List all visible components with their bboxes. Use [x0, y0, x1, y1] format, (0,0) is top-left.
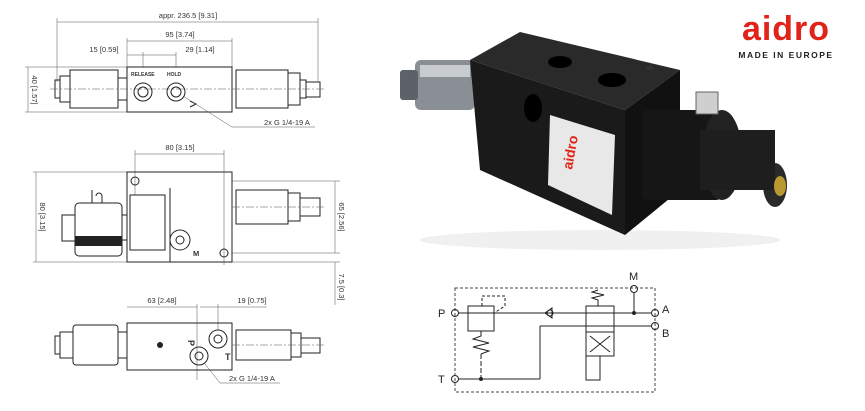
- port-thread-note: 2x G 1/4-19 A: [264, 118, 310, 127]
- nameplate: [548, 115, 615, 215]
- port-m-label: M: [193, 249, 199, 258]
- port-p-label: P: [186, 340, 196, 346]
- nameplate-logo: aidro: [559, 134, 581, 170]
- brand-logo: aidro MADE IN EUROPE: [722, 12, 850, 60]
- hold-port-dim: 29 [1.14]: [185, 45, 214, 54]
- overall-length-dim: appr. 236.5 [9.31]: [159, 11, 217, 20]
- height-dim: 80 [3.15]: [38, 202, 47, 231]
- port-thread-note: 2x G 1/4-19 A: [229, 374, 275, 383]
- port-m-marker: [630, 285, 638, 293]
- port-m: [169, 229, 191, 251]
- body-length-dim: 95 [3.74]: [165, 30, 194, 39]
- port-t: [208, 329, 228, 349]
- port-a-marker: [651, 309, 659, 317]
- port-t-label: T: [225, 352, 231, 362]
- release-port-dim: 15 [0.59]: [89, 45, 118, 54]
- port-b-marker: [651, 322, 659, 330]
- port-t-marker: [451, 375, 459, 383]
- release-port: [133, 82, 153, 102]
- height-dim: 40 [1.57]: [30, 75, 39, 104]
- product-photo: aidro: [400, 32, 787, 250]
- brand-name: aidro: [741, 10, 831, 48]
- hold-port: [166, 82, 186, 102]
- side-view: 80 [3.15] 80 [3.15] 65 [2.56] 7.5 [0.3] …: [33, 143, 346, 305]
- schematic-label-m: M: [629, 271, 638, 283]
- port-p: [189, 346, 209, 366]
- hydraulic-schematic: P T M A B: [438, 271, 670, 393]
- schematic-label-a: A: [662, 304, 670, 316]
- schematic-label-p: P: [438, 308, 445, 320]
- port-p-marker: [451, 309, 459, 317]
- bottom-view: 63 [2.48] 19 [0.75] P T 2x G 1/4-19 A: [54, 296, 325, 384]
- schematic-label-b: B: [662, 328, 669, 340]
- top-view: appr. 236.5 [9.31] 95 [3.74] 15 [0.59] 2…: [25, 11, 325, 128]
- mounting-dim: 65 [2.56]: [337, 202, 346, 231]
- solenoid-coil: [74, 202, 123, 257]
- port-t-dim: 19 [0.75]: [237, 296, 266, 305]
- valve-block-top: [470, 32, 680, 110]
- schematic-label-t: T: [438, 374, 445, 386]
- width-dim: 80 [3.15]: [165, 143, 194, 152]
- release-port-label: RELEASE: [131, 72, 155, 78]
- offset-dim: 7.5 [0.3]: [337, 273, 346, 300]
- hold-port-label: HOLD: [167, 72, 182, 78]
- brand-tagline: MADE IN EUROPE: [738, 50, 834, 60]
- port-p-dim: 63 [2.48]: [147, 296, 176, 305]
- connector: [72, 324, 119, 366]
